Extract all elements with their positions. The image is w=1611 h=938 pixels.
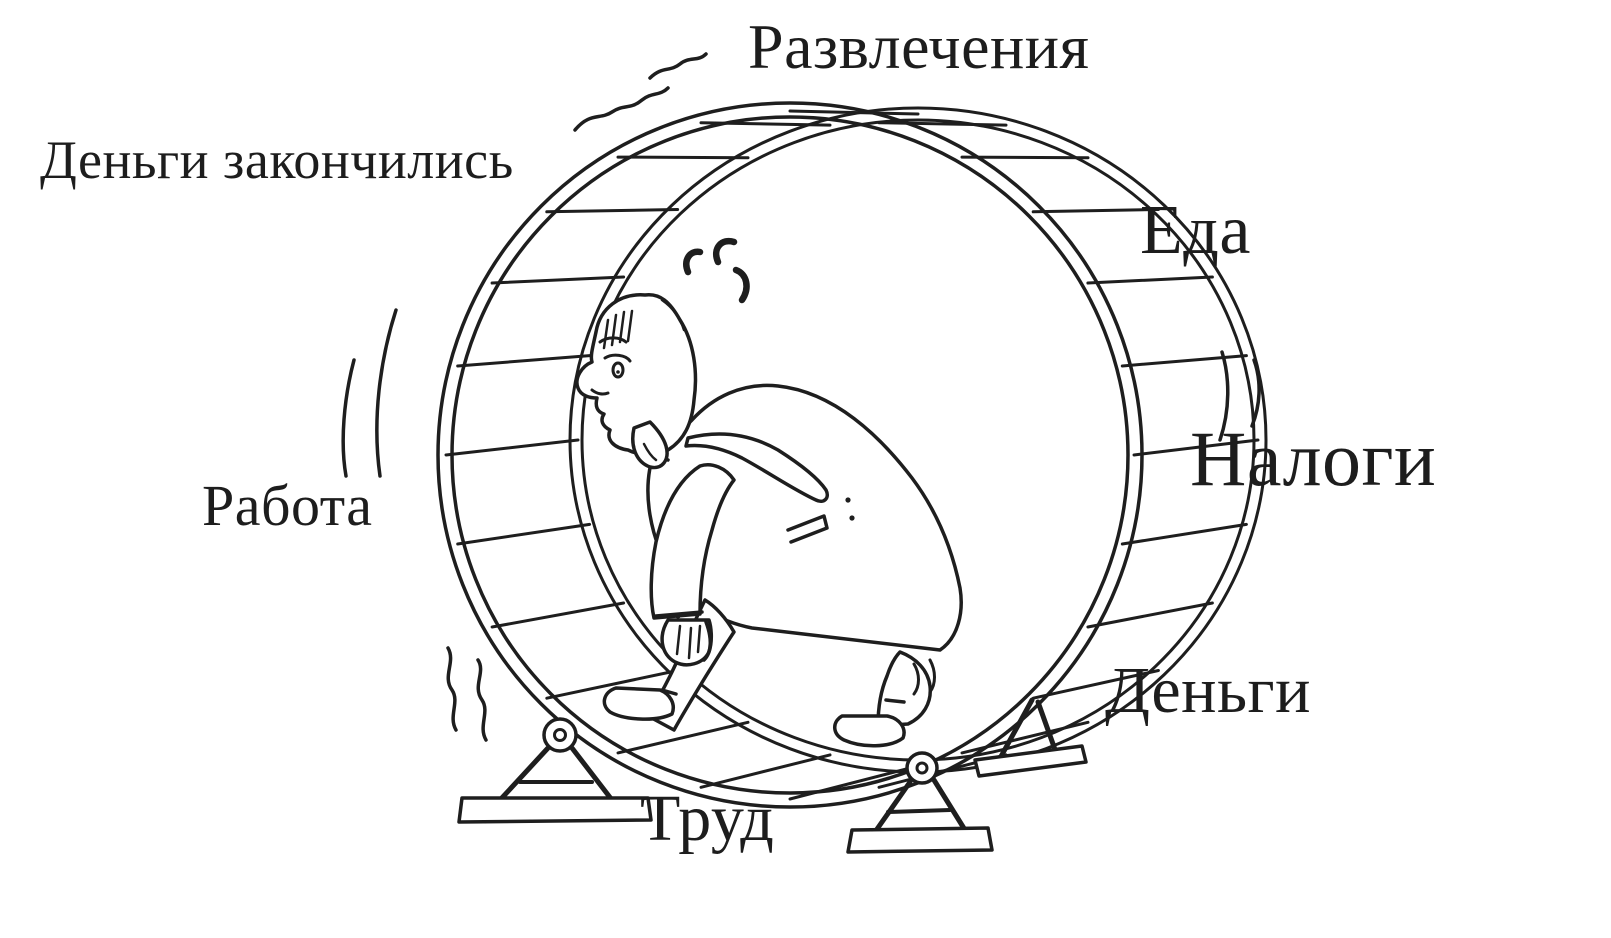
far-stand bbox=[973, 697, 1088, 778]
sweat-drops bbox=[683, 237, 750, 304]
man-cuff bbox=[654, 610, 704, 618]
man-tie bbox=[684, 432, 829, 503]
man-face bbox=[590, 336, 632, 396]
near-rim bbox=[436, 101, 1144, 809]
man-pocket bbox=[786, 514, 829, 544]
label-money: Деньги bbox=[1105, 654, 1311, 727]
man-tongue-line bbox=[642, 442, 658, 462]
man-near-shoe bbox=[602, 686, 675, 721]
runner-man bbox=[575, 237, 963, 748]
man-fingers bbox=[675, 624, 702, 660]
man-trouser-creases bbox=[660, 688, 906, 704]
label-taxes: Налоги bbox=[1190, 415, 1437, 502]
man-tongue bbox=[631, 420, 669, 470]
man-far-shoe bbox=[833, 714, 906, 748]
label-food: Еда bbox=[1140, 192, 1251, 269]
wheel-rungs bbox=[444, 109, 1260, 801]
man-second-hand bbox=[702, 620, 712, 662]
motion-lines-left bbox=[341, 308, 398, 478]
man-arm bbox=[649, 463, 736, 620]
label-labor: Труд bbox=[640, 782, 775, 855]
motion-lines-top bbox=[573, 52, 708, 132]
right-stand bbox=[846, 751, 994, 854]
man-hair bbox=[602, 298, 686, 350]
label-money-ran-out: Деньги закончились bbox=[40, 130, 514, 190]
motion-lines-hip bbox=[912, 658, 936, 696]
motion-lines-right bbox=[1218, 350, 1261, 442]
motion-lines-bottom-left bbox=[446, 646, 488, 742]
label-work: Работа bbox=[202, 473, 373, 538]
left-stand bbox=[457, 717, 653, 824]
label-entertainment: Развлечения bbox=[748, 11, 1090, 82]
